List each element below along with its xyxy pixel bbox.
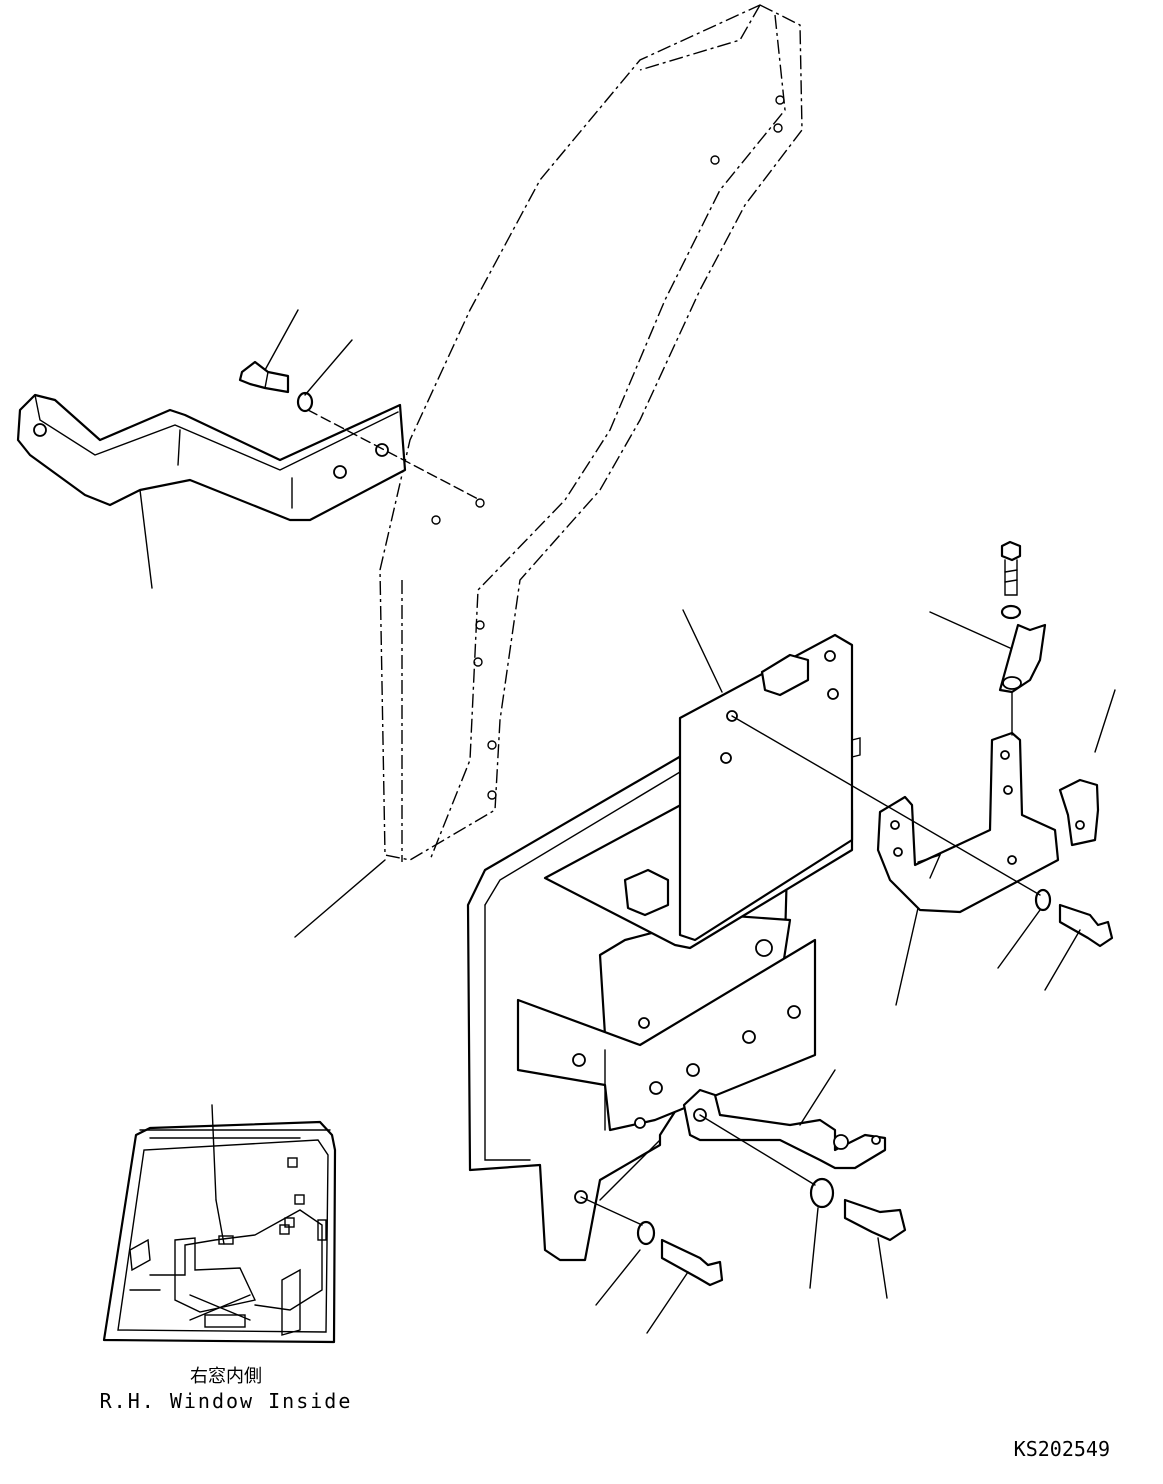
- wire-clip: [998, 623, 1047, 694]
- right-bolt: [1058, 903, 1114, 948]
- right-washer: [1034, 888, 1052, 912]
- lower-bolt-left: [660, 1238, 724, 1287]
- controller-plate: [543, 633, 861, 957]
- upper-bolt: [238, 360, 290, 394]
- lower-washer-left: [636, 1220, 656, 1246]
- right-assembly-line: [731, 715, 1041, 896]
- side-bracket: [876, 731, 1060, 914]
- cable-clamp: [1058, 778, 1100, 847]
- lower-washer-right: [809, 1177, 835, 1209]
- cab-pillar-phantom: [379, 4, 803, 862]
- lower-bolt-right: [843, 1198, 907, 1242]
- inset-caption-en: R.H. Window Inside: [100, 1389, 353, 1413]
- leader-lines: [139, 309, 1116, 1334]
- lower-assembly-line-1: [580, 1196, 643, 1226]
- upper-assembly-line: [307, 409, 481, 501]
- upper-bracket: [16, 393, 407, 522]
- lower-bracket: [682, 1088, 887, 1170]
- main-mounting-plate: [466, 743, 817, 1262]
- upper-washer: [296, 391, 314, 413]
- drawing-code: KS202549: [1014, 1437, 1110, 1461]
- top-screw: [1000, 540, 1022, 596]
- top-washer: [1000, 604, 1022, 620]
- inset-cab-view: [102, 1104, 337, 1344]
- lower-assembly-line-2: [699, 1114, 816, 1186]
- inset-caption-jp: 右窓内側: [190, 1366, 262, 1387]
